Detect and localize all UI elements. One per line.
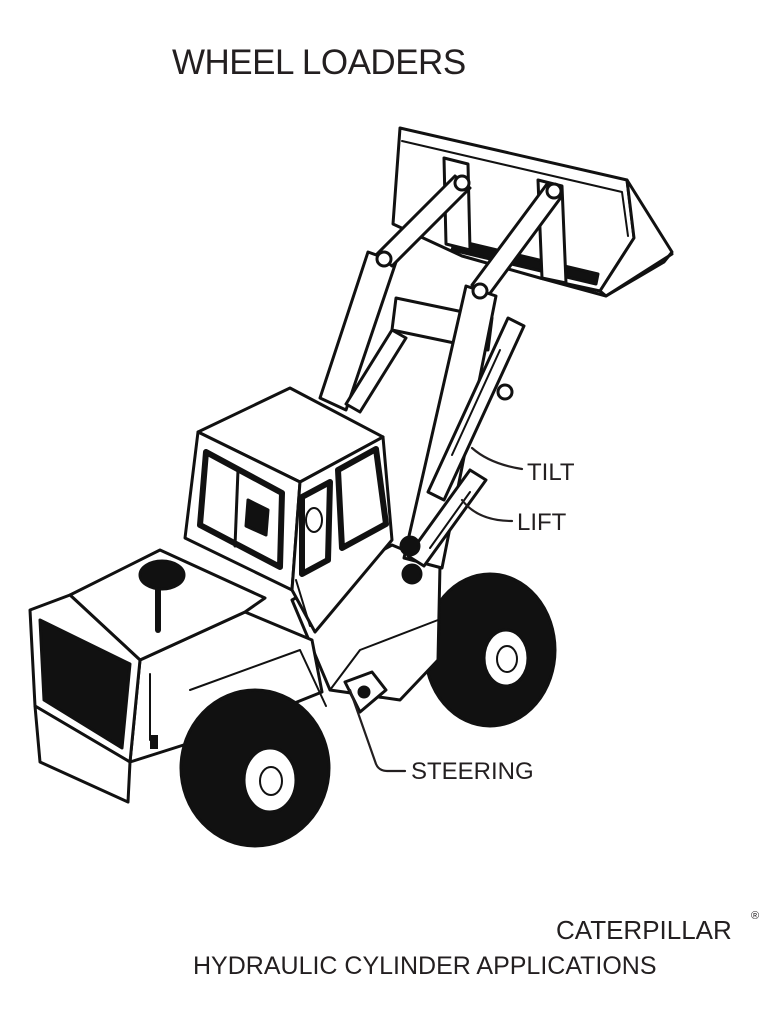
engine-enclosure xyxy=(28,548,327,804)
radiator-grille xyxy=(38,618,132,750)
bucket-top-rim xyxy=(401,140,629,237)
bucket-pin-right xyxy=(545,182,563,200)
rear-hub-center xyxy=(259,766,283,796)
steering-callout-label: STEERING xyxy=(411,758,534,785)
steering-pivot xyxy=(357,685,371,699)
front-wheel xyxy=(423,572,557,728)
access-latch xyxy=(150,735,158,749)
cab-seat xyxy=(244,498,270,537)
brand-name: CATERPILLAR xyxy=(556,915,732,945)
callout-leaders xyxy=(348,446,524,773)
lift-pivot-lower xyxy=(401,563,423,585)
lift-cylinder xyxy=(406,468,488,568)
rear-wheel xyxy=(179,688,331,848)
lift-callout-label: LIFT xyxy=(517,509,567,536)
arm-knuckle xyxy=(496,383,514,401)
loader-linkage xyxy=(318,174,564,585)
left-lift-cylinder xyxy=(344,328,408,414)
lift-leader-line xyxy=(460,498,514,523)
arm-pin-left xyxy=(375,250,393,268)
tilt-cylinder-rod xyxy=(451,349,501,456)
rear-bumper xyxy=(33,704,132,804)
cab-front-window-right xyxy=(335,446,389,551)
cab-door-edge xyxy=(295,579,311,627)
cab-side-window-divider xyxy=(233,468,240,548)
exhaust-cap xyxy=(138,559,186,591)
front-wheel-hub xyxy=(482,628,530,688)
lift-pivot-upper xyxy=(399,535,421,557)
page-title: WHEEL LOADERS xyxy=(172,43,466,82)
front-hub-center xyxy=(496,645,518,673)
steering-wheel xyxy=(305,507,323,533)
registered-mark: ® xyxy=(751,910,760,922)
arm-pin-right xyxy=(471,282,489,300)
cab-side-window xyxy=(197,449,285,570)
bucket-cutting-edge xyxy=(538,252,674,298)
footer-subtitle: HYDRAULIC CYLINDER APPLICATIONS xyxy=(193,952,657,980)
steering-leader-line xyxy=(348,688,407,773)
operator-cab xyxy=(183,386,394,634)
rear-wheel-hub xyxy=(242,746,298,814)
front-frame-edge xyxy=(329,619,439,691)
cab-front-window-left xyxy=(299,479,333,577)
tilt-leader-line xyxy=(470,446,524,471)
tilt-callout-label: TILT xyxy=(527,459,575,486)
fender-line xyxy=(189,649,327,707)
bucket-pin-left xyxy=(453,174,471,192)
